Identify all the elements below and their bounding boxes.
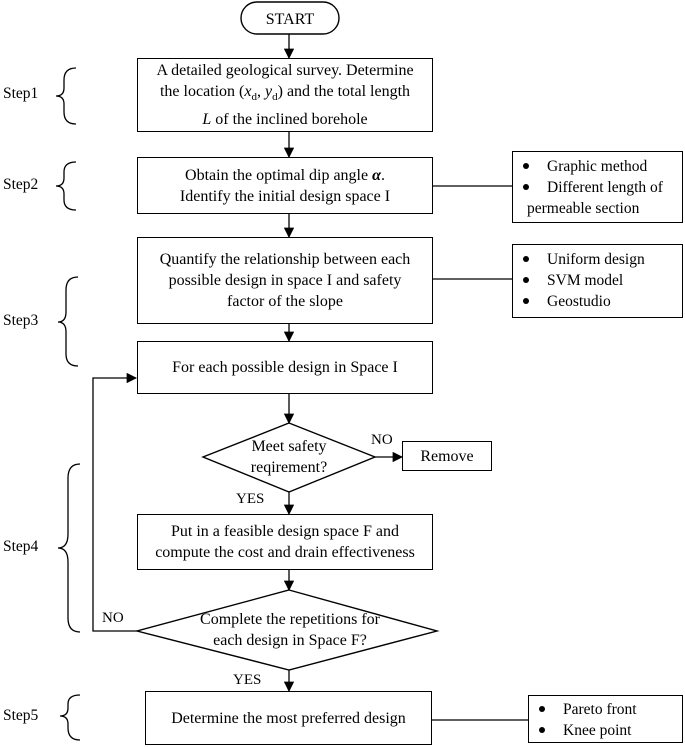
dip-angle-line-1-b: .: [380, 166, 385, 184]
start-label: START: [266, 11, 315, 28]
remove-label: Remove: [420, 447, 474, 465]
quantify-line-2: possible design in space I and safety: [168, 272, 402, 289]
step4-label: Step4: [3, 538, 39, 555]
for-each-line-1: For each possible design in Space I: [172, 359, 398, 376]
note-item-knee-point: Knee point: [529, 720, 682, 741]
complete-yes-label: YES: [233, 672, 262, 688]
survey-line-2: the location (xd, yd) and the total leng…: [160, 81, 410, 108]
survey-line-2-b: ) and the total length: [277, 83, 411, 101]
dip-angle-box: Obtain the optimal dip angle α. Identify…: [137, 157, 433, 214]
survey-line-2-a: the location (: [159, 83, 245, 101]
safety-yes-label: YES: [236, 491, 265, 507]
step3-brace: [57, 276, 79, 367]
note-item-geostudio: Geostudio: [513, 291, 682, 312]
safety-no-label: NO: [371, 432, 393, 448]
preferred-design-box: Determine the most preferred design: [145, 691, 432, 745]
step3-tools-note: Uniform design SVM model Geostudio: [512, 244, 683, 318]
quantify-line-1: Quantify the relationship between each: [159, 251, 411, 268]
complete-decision-text: Complete the repetitions for each design…: [170, 609, 410, 651]
step5-selection-note: Pareto front Knee point: [528, 695, 683, 743]
feasible-space-box: Put in a feasible design space F and com…: [137, 514, 433, 570]
step5-brace: [59, 694, 81, 741]
survey-sep: ,: [257, 83, 265, 101]
note-item-uniform-design: Uniform design: [513, 249, 682, 270]
safety-decision-diamond: [201, 422, 377, 493]
safety-line-2: reqirement?: [250, 459, 328, 476]
dip-angle-line-1-a: Obtain the optimal dip angle: [185, 166, 373, 184]
start-terminal: [240, 1, 340, 35]
dip-angle-line-2: Identify the initial design space I: [179, 187, 391, 205]
complete-decision-diamond: [134, 589, 440, 671]
survey-L: L: [202, 110, 212, 128]
remove-box: Remove: [402, 441, 492, 471]
complete-no-label: NO: [102, 610, 124, 626]
survey-line-3-rest: of the inclined borehole: [211, 110, 368, 128]
preferred-line-1: Determine the most preferred design: [171, 709, 406, 727]
step1-brace: [55, 67, 77, 125]
connector-loop-back: [92, 372, 138, 632]
safety-line-1: Meet safety: [251, 438, 327, 455]
survey-yd-sub: d: [272, 91, 278, 104]
step2-label: Step2: [3, 176, 39, 193]
note-item-svm-model: SVM model: [513, 270, 682, 291]
survey-line-3: L of the inclined borehole: [202, 109, 367, 130]
survey-box: A detailed geological survey. Determine …: [137, 58, 433, 132]
step2-brace: [55, 161, 77, 211]
note-item-graphic-method: Graphic method: [513, 156, 682, 177]
complete-line-1: Complete the repetitions for: [200, 611, 380, 628]
step4-brace: [57, 463, 81, 633]
step5-label: Step5: [3, 707, 39, 724]
complete-line-2: each design in Space F?: [213, 632, 367, 649]
step3-label: Step3: [3, 312, 39, 329]
alpha-symbol: α: [372, 166, 381, 184]
survey-xd-sub: d: [251, 91, 258, 104]
quantify-box: Quantify the relationship between each p…: [137, 237, 433, 324]
feasible-line-2: compute the cost and drain effectiveness: [155, 544, 415, 561]
for-each-design-box: For each possible design in Space I: [137, 341, 433, 394]
survey-yd: y: [265, 83, 273, 101]
quantify-line-3: factor of the slope: [227, 293, 343, 310]
feasible-line-1: Put in a feasible design space F and: [171, 523, 399, 540]
survey-xd: x: [244, 83, 252, 101]
survey-line-1: A detailed geological survey. Determine: [156, 62, 414, 80]
safety-decision-text: Meet safety reqirement?: [219, 436, 359, 478]
step1-label: Step1: [3, 85, 39, 102]
dip-angle-line-1: Obtain the optimal dip angle α.: [185, 165, 385, 186]
note-item-pareto-front: Pareto front: [529, 699, 682, 720]
